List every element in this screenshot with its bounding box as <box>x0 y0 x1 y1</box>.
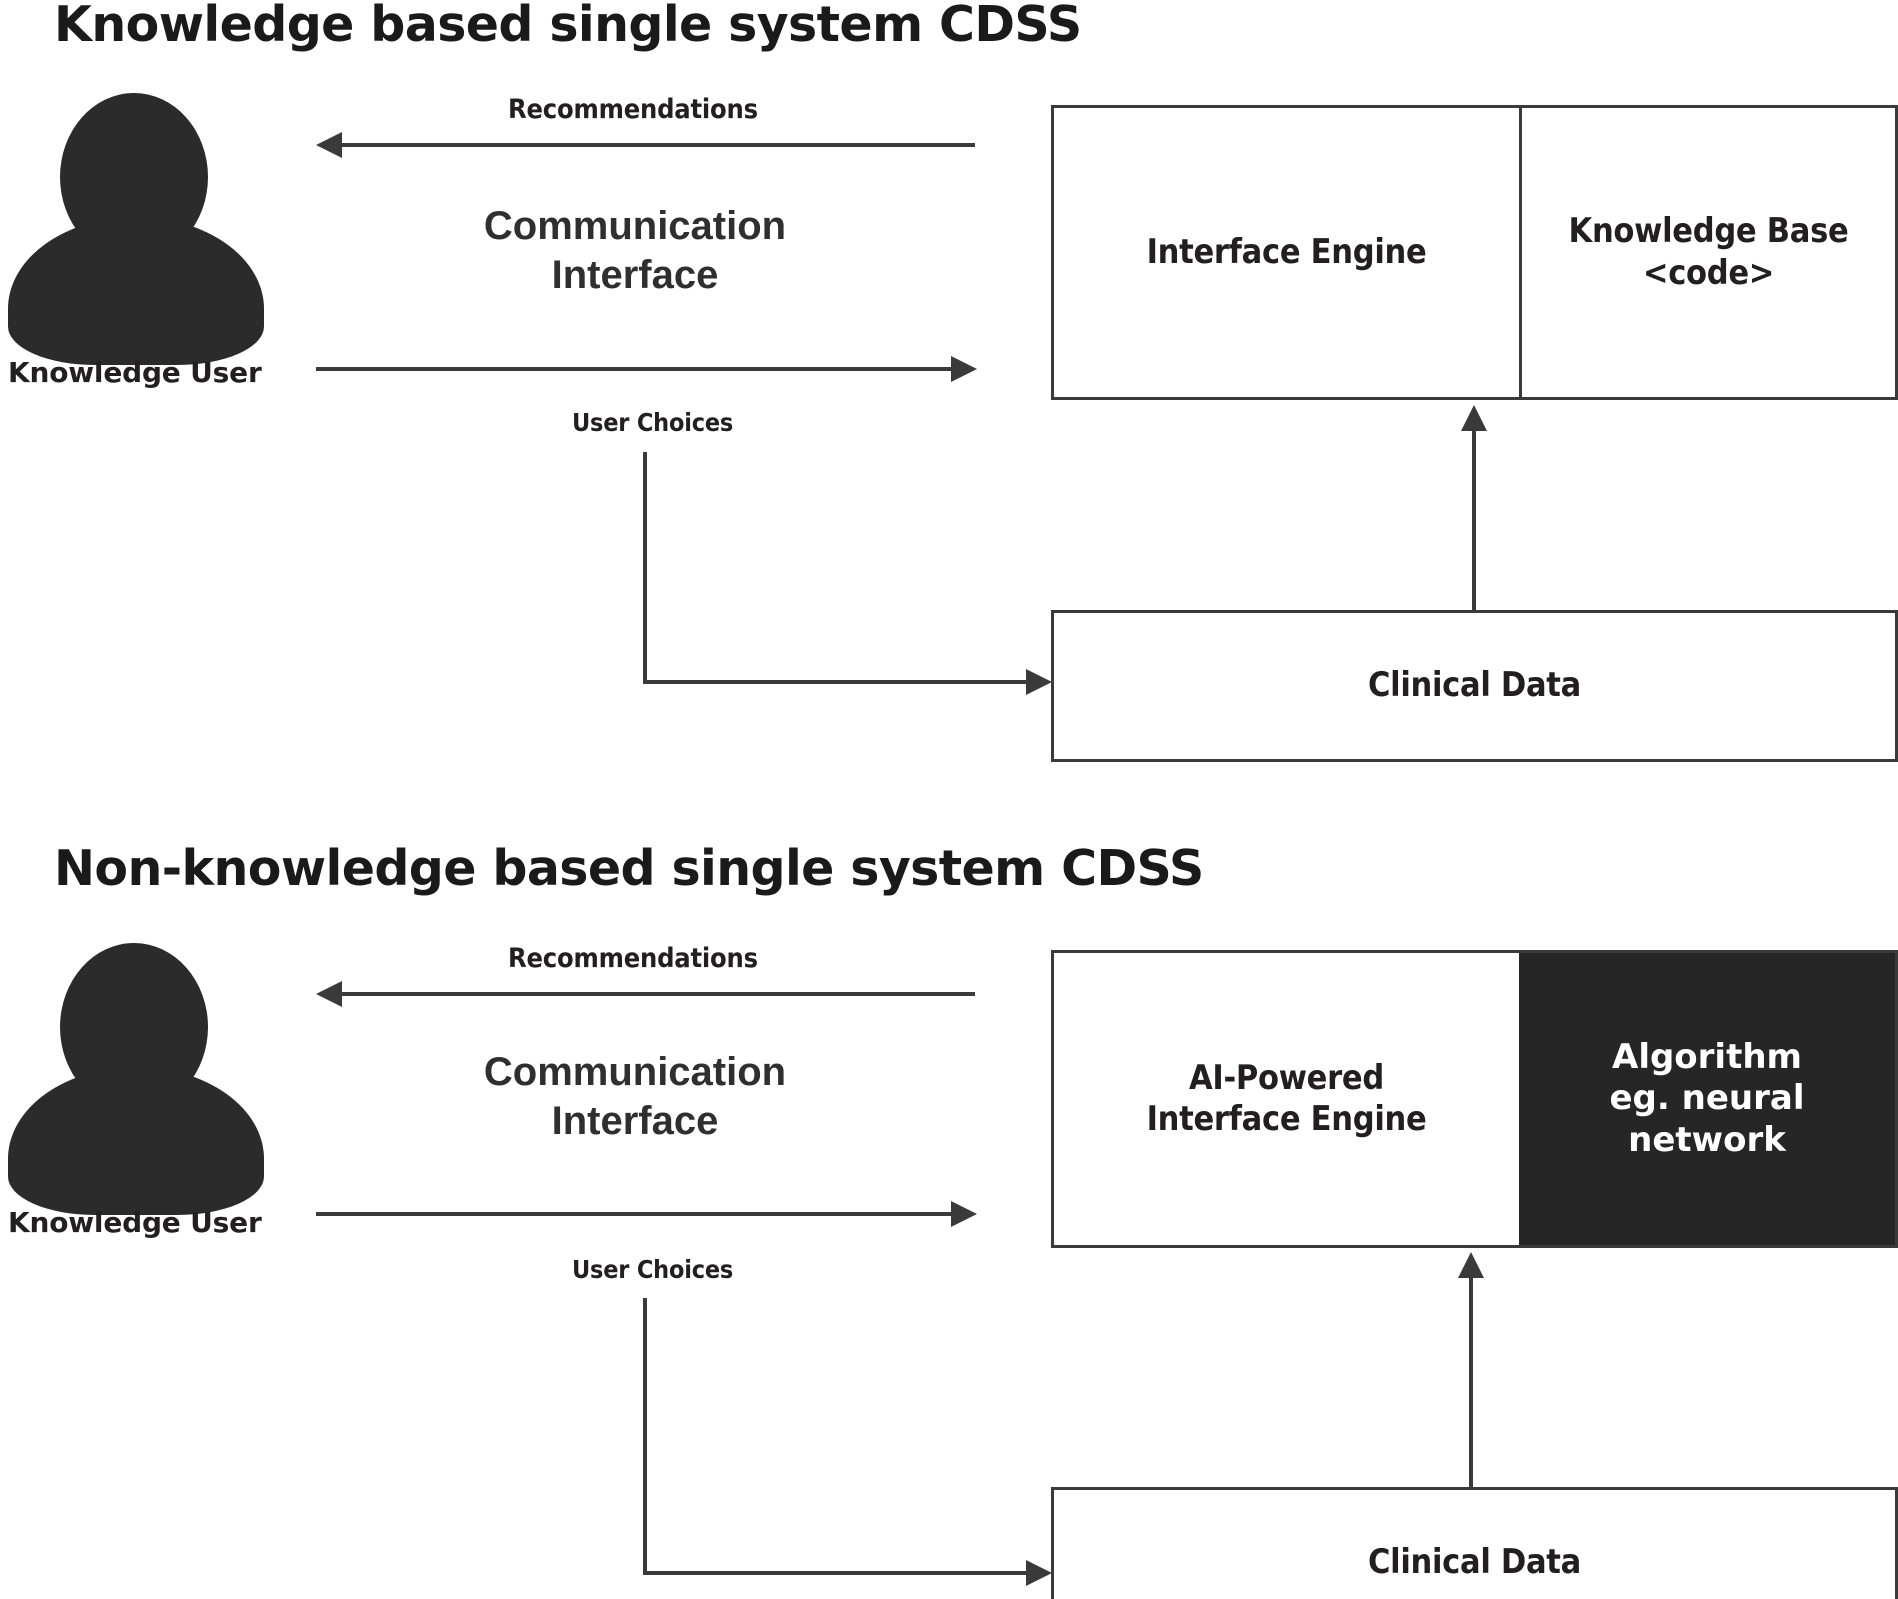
knowledge-base-label: Knowledge Base <code> <box>1568 211 1849 293</box>
user-choices-horizontal-line <box>643 680 1028 684</box>
ai-interface-engine-cell: AI-Powered Interface Engine <box>1054 953 1519 1245</box>
clinical-data-arrowhead-icon <box>1458 1252 1484 1278</box>
recommendations-label: Recommendations <box>508 943 758 974</box>
ai-engine-algorithm-box: AI-Powered Interface Engine Algorithm eg… <box>1051 950 1898 1248</box>
recommendations-line <box>340 143 975 147</box>
panel-title: Knowledge based single system CDSS <box>54 0 1082 53</box>
knowledge-base-cell: Knowledge Base <code> <box>1522 108 1895 397</box>
algorithm-label: Algorithm eg. neural network <box>1609 1036 1805 1160</box>
user-silhouette-body-icon <box>8 217 264 365</box>
panel-title: Non-knowledge based single system CDSS <box>54 840 1204 897</box>
user-input-line <box>316 367 953 371</box>
user-input-arrowhead-icon <box>951 356 977 382</box>
recommendations-arrowhead-icon <box>316 132 342 158</box>
knowledge-user-figure <box>0 85 270 375</box>
user-choices-label: User Choices <box>572 408 734 437</box>
clinical-data-to-engine-line <box>1472 428 1476 613</box>
knowledge-user-figure <box>0 935 270 1225</box>
communication-interface-label: Communication Interface <box>483 1050 787 1143</box>
recommendations-arrowhead-icon <box>316 981 342 1007</box>
user-choices-vertical-line <box>643 452 647 684</box>
knowledge-user-label: Knowledge User <box>8 1206 262 1239</box>
recommendations-label: Recommendations <box>508 94 758 125</box>
clinical-data-box: Clinical Data <box>1051 610 1898 762</box>
user-choices-arrowhead-icon <box>1026 1560 1052 1586</box>
user-input-arrowhead-icon <box>951 1201 977 1227</box>
recommendations-line <box>340 992 975 996</box>
user-input-line <box>316 1212 953 1216</box>
clinical-data-label: Clinical Data <box>1368 1542 1581 1583</box>
knowledge-user-label: Knowledge User <box>8 356 262 389</box>
user-choices-arrowhead-icon <box>1026 669 1052 695</box>
algorithm-cell: Algorithm eg. neural network <box>1519 953 1895 1245</box>
user-choices-horizontal-line <box>643 1571 1028 1575</box>
panel-non-knowledge-based-cdss: Non-knowledge based single system CDSS K… <box>0 800 1898 1599</box>
clinical-data-arrowhead-icon <box>1461 405 1487 431</box>
interface-engine-cell: Interface Engine <box>1054 108 1522 397</box>
clinical-data-box: Clinical Data <box>1051 1487 1898 1599</box>
ai-interface-engine-label: AI-Powered Interface Engine <box>1146 1057 1427 1139</box>
user-choices-vertical-line <box>643 1298 647 1575</box>
interface-engine-label: Interface Engine <box>1146 231 1427 272</box>
communication-interface-label: Communication Interface <box>483 204 787 297</box>
user-silhouette-body-icon <box>8 1067 264 1215</box>
user-choices-label: User Choices <box>572 1255 734 1284</box>
panel-knowledge-based-cdss: Knowledge based single system CDSS Knowl… <box>0 0 1898 762</box>
clinical-data-label: Clinical Data <box>1368 665 1581 706</box>
engine-knowledge-box: Interface Engine Knowledge Base <code> <box>1051 105 1898 400</box>
clinical-data-to-engine-line <box>1469 1275 1473 1490</box>
